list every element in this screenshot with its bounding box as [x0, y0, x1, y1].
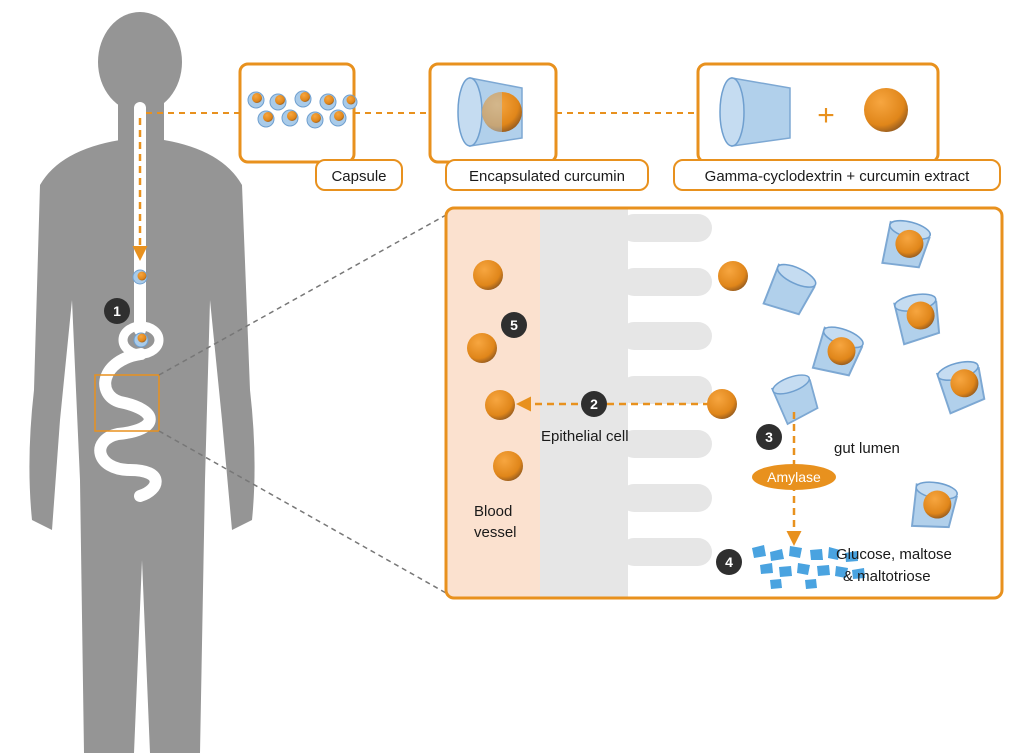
blood-curcumin-4: [493, 451, 523, 481]
blood-vessel-label-line1: Blood: [474, 503, 512, 520]
capsule-label: Capsule: [331, 168, 386, 185]
microvilli: [620, 214, 712, 566]
gut-lumen-label: gut lumen: [834, 440, 900, 457]
blood-curcumin-3: [485, 390, 515, 420]
lumen-curcumin-1: [718, 261, 748, 291]
curcumin-extract: [864, 88, 908, 132]
intestine-panel: 5 Blood vessel 2 Epithelial cell 3: [444, 206, 1004, 600]
step-badge-3: 3: [756, 424, 782, 450]
capsule-panel: Capsule: [238, 62, 403, 191]
lumen-cyclodextrins: [760, 216, 990, 534]
step-number-2: 2: [590, 396, 598, 412]
intestine-zoom-box: [94, 374, 160, 432]
epithelial-cell-label: Epithelial cell: [541, 428, 629, 445]
components-panel: + Gamma-cyclodextrin + curcumin extract: [673, 62, 1001, 191]
blood-curcumin-2: [467, 333, 497, 363]
step-badge-2: 2: [581, 391, 607, 417]
step-number-4: 4: [725, 554, 733, 570]
capsule-contents: [247, 90, 358, 129]
plus-sign: +: [817, 99, 835, 132]
zoom-line-top: [158, 214, 447, 376]
amylase-enzyme: Amylase: [752, 464, 836, 490]
human-silhouette: [29, 12, 255, 753]
sugar-fragments: [752, 545, 865, 589]
step-badge-5: 5: [501, 312, 527, 338]
components-label: Gamma-cyclodextrin + curcumin extract: [705, 168, 970, 185]
step-number-5: 5: [510, 317, 518, 333]
zoom-line-bottom: [158, 430, 447, 594]
blood-curcumin-1: [473, 260, 503, 290]
step-number-3: 3: [765, 429, 773, 445]
step-badge-1: 1: [104, 298, 130, 324]
step-number-1: 1: [113, 303, 121, 319]
sugar-products-line1: Glucose, maltose: [836, 546, 952, 563]
encapsulated-panel: Encapsulated curcumin: [428, 62, 649, 191]
blood-vessel-label-line2: vessel: [474, 524, 517, 541]
step-badge-4: 4: [716, 549, 742, 575]
amylase-label: Amylase: [767, 469, 821, 485]
capsule-in-stomach: [133, 332, 149, 348]
encapsulated-label: Encapsulated curcumin: [469, 168, 625, 185]
sugar-products-line2: & maltotriose: [843, 568, 931, 585]
lumen-curcumin-2: [707, 389, 737, 419]
capsule-in-esophagus: [132, 269, 148, 285]
curcumin-molecule: [482, 92, 522, 132]
